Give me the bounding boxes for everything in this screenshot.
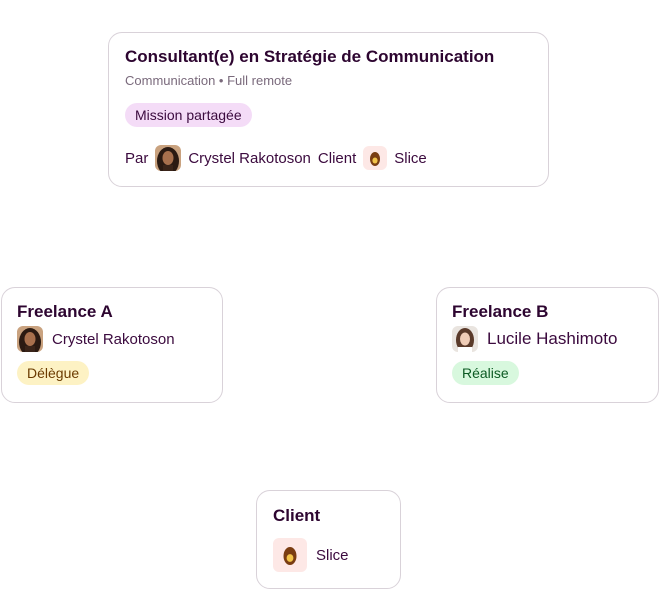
client-row: Slice <box>273 538 349 572</box>
client-title: Client <box>273 506 321 525</box>
freelance-b-person: Lucile Hashimoto <box>452 326 617 352</box>
freelance-a-title: Freelance A <box>17 302 113 321</box>
mission-shared-badge: Mission partagée <box>125 103 252 127</box>
client-card[interactable]: Client Slice <box>256 490 401 589</box>
freelance-b-title: Freelance B <box>452 302 549 321</box>
freelance-b-card[interactable]: Freelance B Lucile Hashimoto Réalise <box>436 287 659 403</box>
avatar-crystel-icon <box>17 326 43 352</box>
freelance-a-name: Crystel Rakotoson <box>52 330 175 348</box>
freelance-a-card[interactable]: Freelance A Crystel Rakotoson Délègue <box>1 287 223 403</box>
par-label: Par <box>125 149 149 167</box>
freelance-b-name: Lucile Hashimoto <box>487 329 618 348</box>
avatar-crystel-icon <box>155 145 182 171</box>
mission-author[interactable]: Crystel Rakotoson <box>188 149 311 167</box>
mission-card[interactable]: Consultant(e) en Stratégie de Communicat… <box>108 32 549 187</box>
slice-avocado-icon <box>363 146 388 170</box>
mission-client-name[interactable]: Slice <box>394 149 427 167</box>
mission-meta: Par Crystel Rakotoson Client Slice <box>125 145 427 171</box>
avatar-lucile-icon <box>452 326 478 352</box>
realise-badge: Réalise <box>452 361 519 385</box>
mission-title: Consultant(e) en Stratégie de Communicat… <box>125 47 495 66</box>
slice-avocado-icon <box>273 538 307 572</box>
client-name: Slice <box>316 546 349 564</box>
mission-subtitle: Communication • Full remote <box>125 73 293 88</box>
delegue-badge: Délègue <box>17 361 90 385</box>
freelance-a-person: Crystel Rakotoson <box>17 326 175 352</box>
client-label: Client <box>317 149 357 167</box>
